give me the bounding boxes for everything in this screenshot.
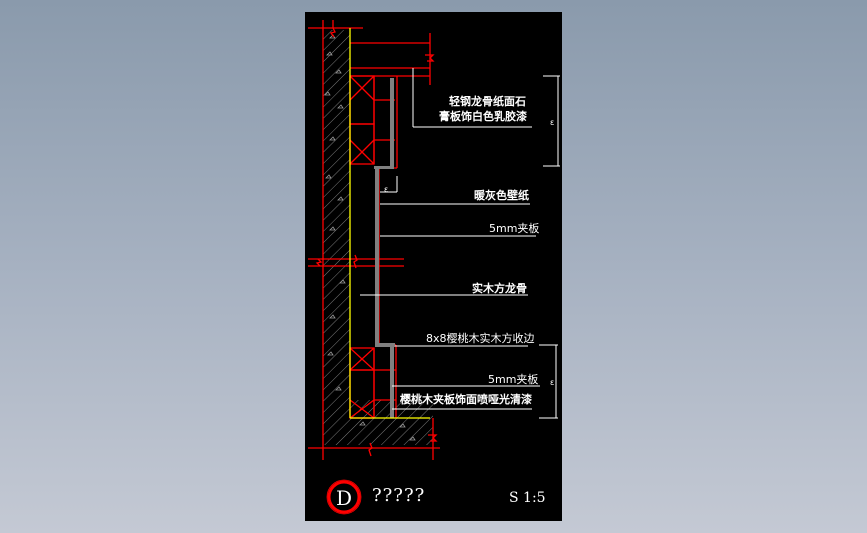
dimension-small: ε bbox=[384, 185, 389, 194]
dimension-bottom: ε bbox=[550, 378, 555, 387]
concrete-wall bbox=[323, 30, 433, 445]
leader-lines bbox=[360, 68, 560, 419]
drawing-title: ????? bbox=[372, 485, 426, 506]
label-plywood-top: 5mm夹板 bbox=[489, 222, 540, 235]
panel-layers bbox=[374, 78, 395, 418]
label-edge-strip: 8x8樱桃木实木方收边 bbox=[426, 332, 535, 345]
label-veneer: 樱桃木夹板饰面喷哑光清漆 bbox=[400, 393, 532, 406]
detail-marker bbox=[326, 479, 362, 515]
label-plywood-bottom: 5mm夹板 bbox=[488, 373, 539, 386]
detail-letter: D bbox=[335, 486, 353, 510]
label-wallpaper: 暖灰色壁纸 bbox=[474, 189, 529, 202]
label-wood-keel: 实木方龙骨 bbox=[472, 282, 527, 295]
dimension-top: ε bbox=[550, 118, 555, 127]
label-gypsum-line2: 膏板饰白色乳胶漆 bbox=[439, 110, 527, 123]
drawing-scale: S 1:5 bbox=[509, 490, 546, 506]
label-gypsum-line1: 轻钢龙骨纸面石 bbox=[449, 95, 526, 108]
finish-line bbox=[349, 28, 430, 419]
